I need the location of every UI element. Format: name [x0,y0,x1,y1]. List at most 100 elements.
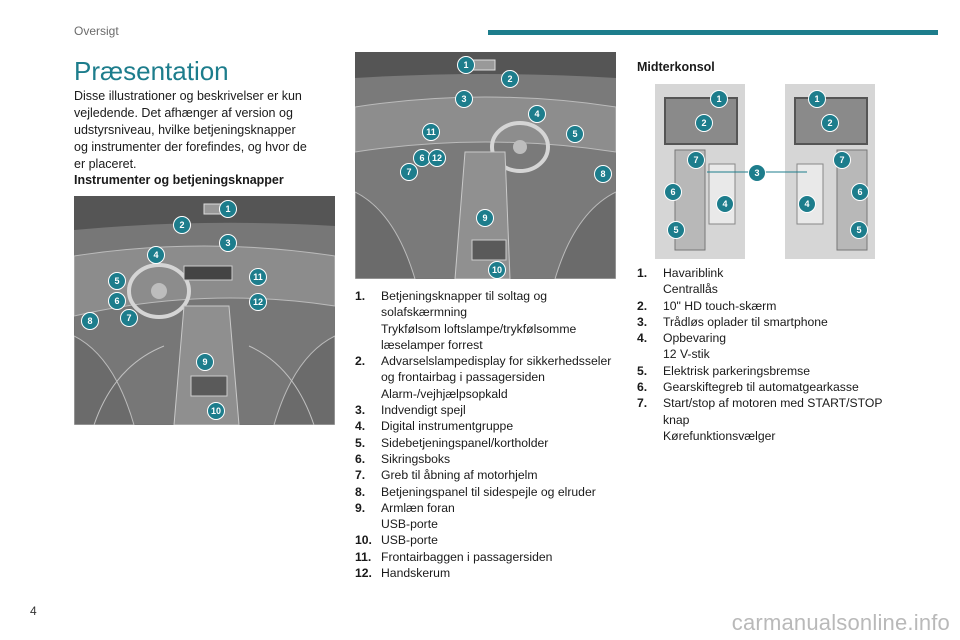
list-item: 7. Greb til åbning af motorhjelm [355,467,623,483]
list-item-number: 9. [355,500,366,515]
list-item-line: Trådløs oplader til smartphone [663,314,828,329]
list-item: 10. USB-porte [355,532,623,548]
list-item-number: 4. [637,331,648,346]
list-item-line: Greb til åbning af motorhjelm [381,468,538,483]
list-item-line: 12 V-stik [663,347,710,362]
callout-marker: 6 [664,183,682,201]
list-item-number: 1. [637,266,648,280]
callout-marker: 3 [748,164,766,182]
callout-marker: 1 [219,200,237,218]
callout-marker: 1 [457,56,475,74]
list-item-line: Kørefunktionsvælger [663,428,776,443]
list-item-number: 8. [355,484,366,499]
callout-marker: 8 [81,312,99,330]
list-item: 7. Start/stop af motoren med START/STOP k… [637,395,887,444]
list-item-line: Advarselslampedisplay for sikkerhedssele… [381,354,612,385]
instruments-heading: Instrumenter og betjeningsknapper [74,173,284,187]
callout-marker: 5 [108,272,126,290]
list-item: 12. Handskerum [355,565,623,581]
list-item: 8. Betjeningspanel til sidespejle og elru… [355,484,623,500]
list-item: 6. Sikringsboks [355,451,623,467]
list-item-line: Handskerum [381,566,451,581]
list-item-line: Gearskiftegreb til automatgearkasse [663,380,859,395]
list-item-number: 10. [355,533,372,548]
callout-marker: 10 [488,261,506,279]
callout-marker: 6 [851,183,869,201]
callout-marker: 9 [196,353,214,371]
list-item-number: 4. [355,419,366,434]
list-item-line: Centrallås [663,282,718,297]
header-accent-bar [488,30,938,35]
list-item-line: Sikringsboks [381,451,451,466]
list-item-number: 1. [355,289,366,303]
list-item-line: Opbevaring [663,331,727,346]
callout-marker: 4 [716,195,734,213]
callout-marker: 2 [173,216,191,234]
list-item-text: Trådløs oplader til smartphone [663,314,887,330]
list-item: 2. 10" HD touch-skærm [637,298,887,314]
list-item: 4. Digital instrumentgruppe [355,418,623,434]
list-item: 1. Betjeningsknapper til soltag og solafs… [355,288,623,353]
list-item-text: Sikringsboks [381,451,623,467]
list-item-number: 7. [355,468,366,483]
list-item-number: 6. [355,451,366,466]
callout-marker: 8 [594,165,612,183]
list-item: 2.Advarselslampedisplay for sikkerhedsse… [355,353,623,402]
callout-marker: 7 [120,309,138,327]
callout-marker: 5 [850,221,868,239]
callout-marker: 7 [687,151,705,169]
callout-marker: 4 [147,246,165,264]
list-item-text: Digital instrumentgruppe [381,418,623,434]
list-item: 3. Trådløs oplader til smartphone [637,314,887,330]
list-item-text: Frontairbaggen i passagersiden [381,549,623,565]
list-item-text: USB-porte [381,532,623,548]
list-item-text: Elektrisk parkeringsbremse [663,363,887,379]
list-item-line: Start/stop af motoren med START/STOP kna… [663,396,883,427]
callout-marker: 11 [422,123,440,141]
callout-marker: 2 [695,114,713,132]
callout-marker: 4 [528,105,546,123]
list-item-line: Armlæn foran [381,500,455,515]
footer-watermark: carmanualsonline.info [731,610,950,635]
list-item-number: 3. [637,314,648,329]
list-item-number: 12. [355,566,372,581]
list-item-line: Havariblink [663,266,724,280]
list-item-text: Sidebetjeningspanel/kortholder [381,435,623,451]
list-item-line: Betjeningsknapper til soltag og solafskæ… [381,289,547,320]
list-item-number: 2. [637,298,648,313]
callout-marker: 7 [833,151,851,169]
list-item-text: Handskerum [381,565,623,581]
callout-marker: 11 [249,268,267,286]
console-heading: Midterkonsol [637,60,715,74]
callout-marker: 10 [207,402,225,420]
list-item: 5.Elektrisk parkeringsbremse [637,363,887,379]
list-item-line: 10" HD touch-skærm [663,298,777,313]
callout-marker: 12 [249,293,267,311]
list-item: 3.Indvendigt spejl [355,402,623,418]
list-item-line: Sidebetjeningspanel/kortholder [381,435,549,450]
list-item-number: 6. [637,380,648,395]
callout-marker: 12 [428,149,446,167]
list-item-text: Advarselslampedisplay for sikkerhedssele… [381,353,623,402]
callout-marker: 3 [219,234,237,252]
list-item-text: Start/stop af motoren med START/STOP kna… [663,395,887,444]
list-item-number: 7. [637,396,648,411]
callout-marker: 5 [566,125,584,143]
list-item-text: 10" HD touch-skærm [663,298,887,314]
list-item-number: 5. [355,435,366,450]
list-item-number: 3. [355,403,366,418]
list-item: 11.Frontairbaggen i passagersiden [355,549,623,565]
list-item-line: Frontairbaggen i passagersiden [381,549,553,564]
list-item-line: Betjeningspanel til sidespejle og elrude… [381,484,596,499]
callout-marker: 2 [821,114,839,132]
